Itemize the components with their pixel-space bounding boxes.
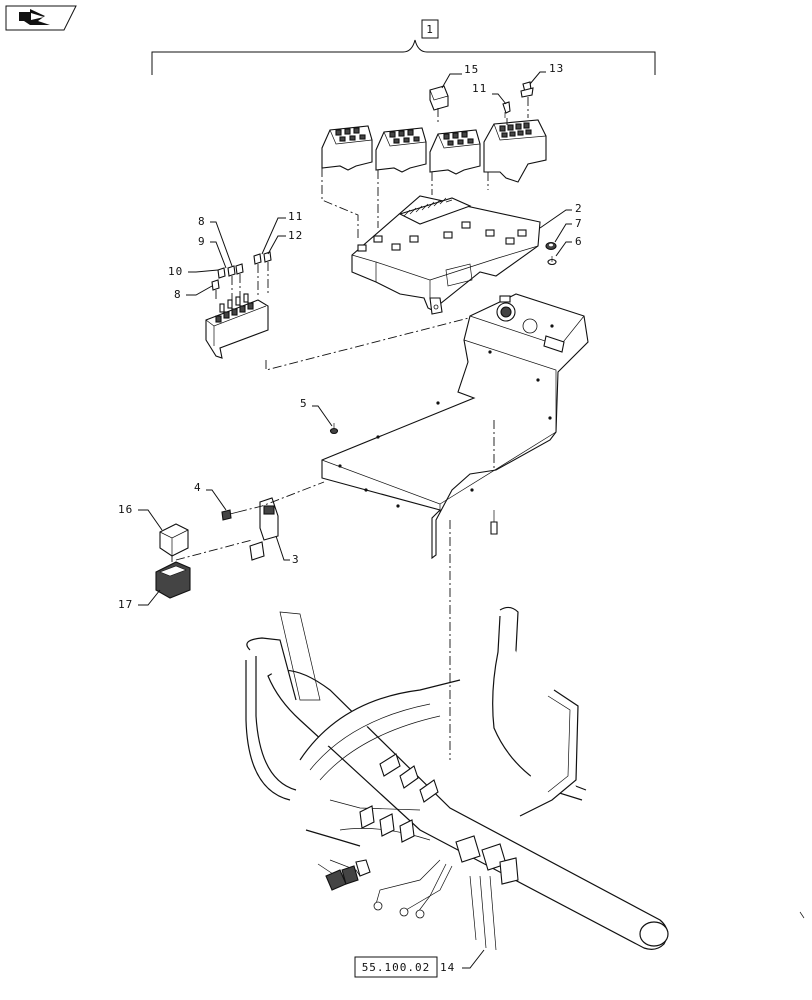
screw-5	[329, 423, 339, 435]
callout-11-top: 11	[472, 82, 487, 95]
relay-socket-17	[155, 561, 191, 599]
bolt-lower	[490, 420, 498, 535]
assembly-bracket: 1	[151, 19, 656, 75]
corner-mark	[799, 911, 805, 919]
fuse-box-cover-2	[375, 127, 427, 173]
left-fuse-block	[205, 293, 269, 359]
callouts: 15 11 13 2 7 6 8 9 10 8 11 12 5	[118, 62, 583, 974]
fuse-box-base	[351, 195, 541, 315]
callout-14: 14	[440, 961, 455, 974]
assembly-lines-upper	[265, 97, 529, 371]
callout-11-left: 11	[288, 210, 303, 223]
callout-12: 12	[288, 229, 303, 242]
relay-holder-3	[249, 497, 279, 561]
callout-10: 10	[168, 265, 183, 278]
mini-fuses-left	[211, 251, 272, 302]
fuse-box-cover-1	[321, 125, 373, 171]
callout-16: 16	[118, 503, 133, 516]
callout-9: 9	[198, 235, 206, 248]
callout-8-upper: 8	[198, 215, 206, 228]
mounting-bracket	[321, 293, 589, 560]
fuse-13-top	[520, 81, 534, 98]
relay-15	[429, 85, 449, 111]
nut-7	[545, 241, 557, 251]
screw-4	[221, 509, 239, 521]
fuse-11-top	[502, 101, 511, 118]
fuse-box-cover-4	[483, 119, 547, 183]
washer-6	[547, 256, 557, 266]
wiring-harness	[245, 606, 669, 951]
back-arrow-icon	[19, 9, 50, 25]
callout-15: 15	[464, 63, 479, 76]
reference-label: 55.100.02	[362, 961, 431, 974]
callout-7: 7	[575, 217, 583, 230]
callout-6: 6	[575, 235, 583, 248]
back-navigation-button[interactable]	[5, 5, 77, 31]
callout-3: 3	[292, 553, 300, 566]
fuse-box-cover-3	[429, 129, 481, 175]
callout-2: 2	[575, 202, 583, 215]
connector-socket	[496, 295, 516, 322]
callout-13: 13	[549, 62, 564, 75]
assembly-lines-relay	[171, 481, 325, 562]
reference-link[interactable]: 55.100.02	[354, 956, 438, 978]
callout-8-lower: 8	[174, 288, 182, 301]
callout-5: 5	[300, 397, 308, 410]
callout-1: 1	[426, 23, 434, 36]
relay-16	[159, 523, 189, 557]
callout-17: 17	[118, 598, 133, 611]
callout-4: 4	[194, 481, 202, 494]
